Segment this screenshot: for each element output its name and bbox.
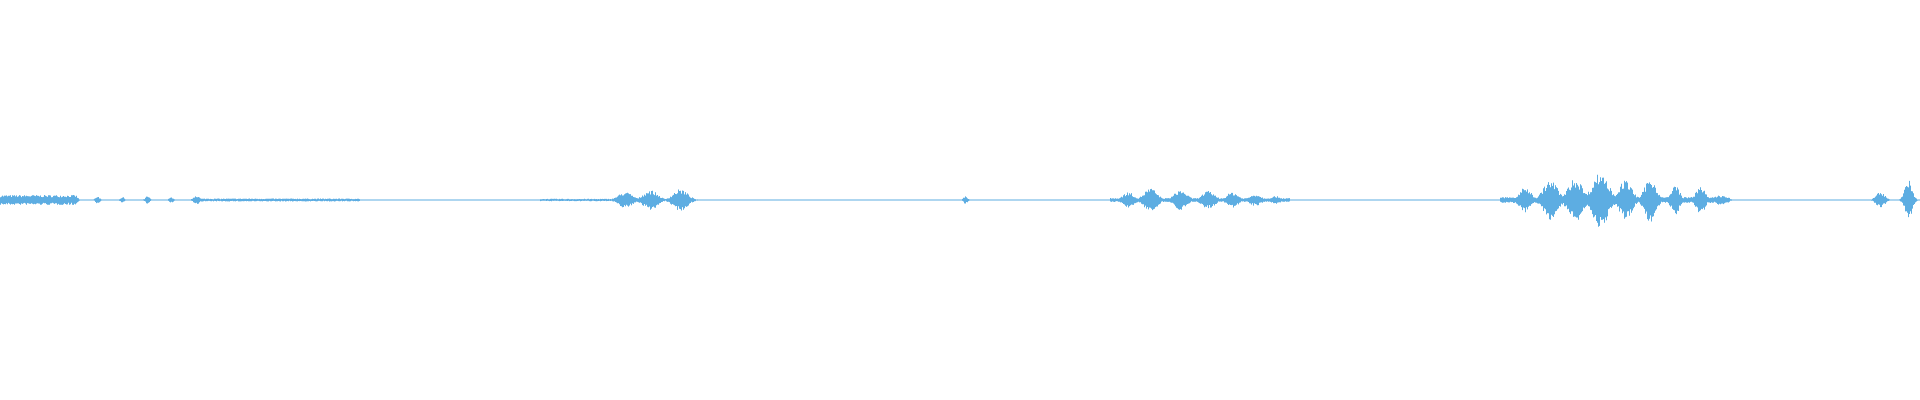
waveform-samples [0,174,1920,227]
